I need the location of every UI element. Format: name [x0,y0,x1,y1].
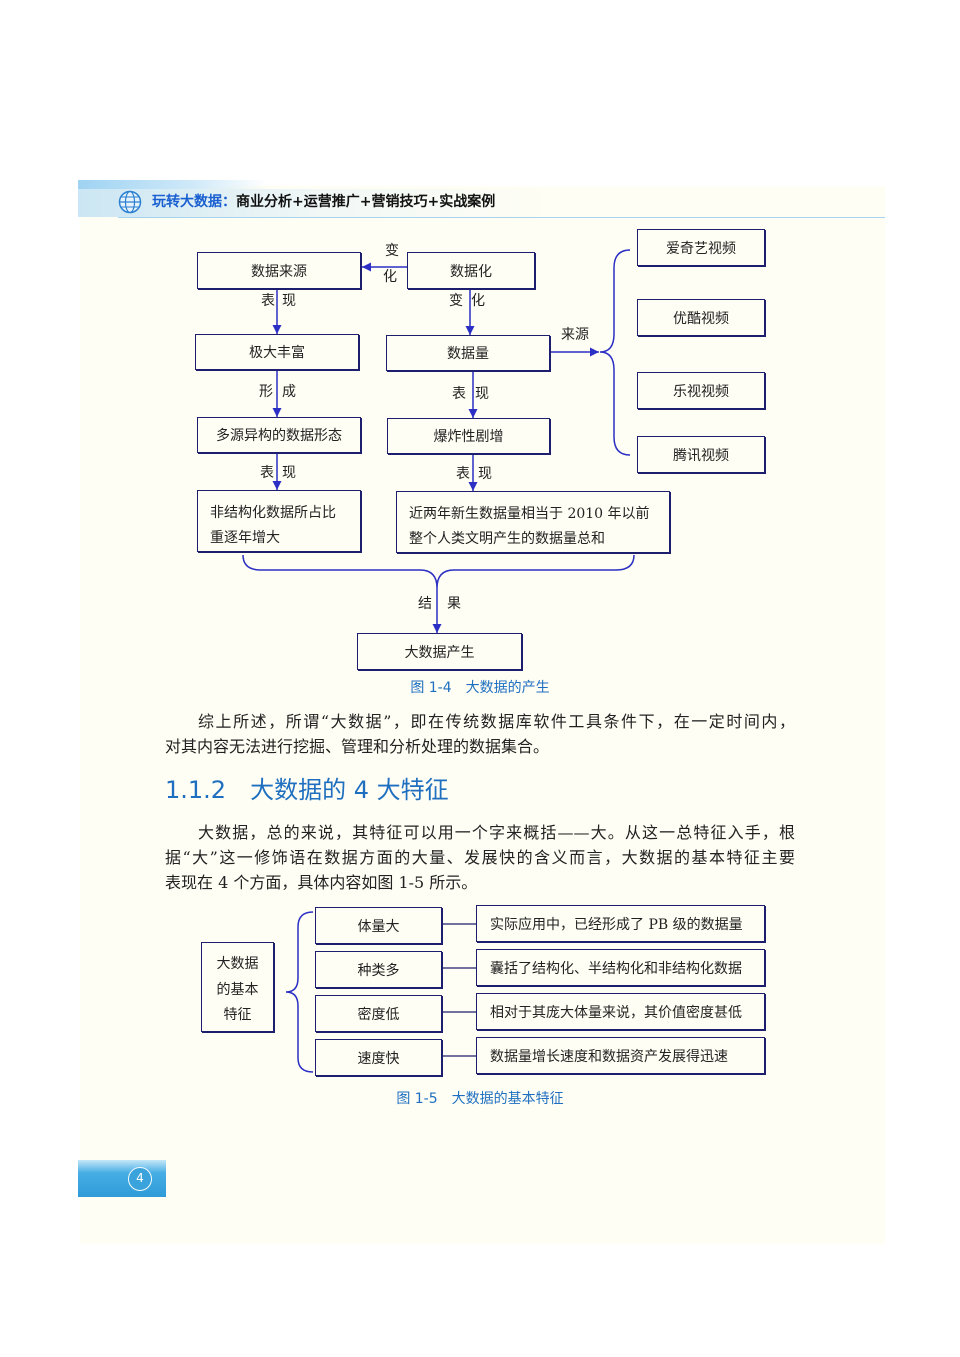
edge-label: 表 [456,466,470,482]
section-heading: 1.1.2 大数据的 4 大特征 [165,776,449,804]
node-line: 的基本 [216,981,259,998]
book-subtitle: 商业分析+运营推广+营销技巧+实战案例 [236,194,496,210]
edge-label: 现 [282,465,296,481]
node-platform-iqiyi: 爱奇艺视频 [637,229,765,266]
node-unstructured-share: 非结构化数据所占比 重逐年增大 [197,490,361,552]
node-line: 重逐年增大 [210,530,280,546]
paragraph-2-line: 表现在 4 个方面，具体内容如图 1-5 所示。 [165,873,478,892]
edge-label: 表 [260,465,274,481]
node-big-data-emerges: 大数据产生 [357,633,522,670]
paragraph-2-line: 据“大”这一修饰语在数据方面的大量、发展快的含义而言，大数据的基本特征主要 [165,848,795,867]
node-feature-velocity: 速度快 [315,1039,442,1076]
node-description-variety: 囊括了结构化、半结构化和非结构化数据 [476,949,765,986]
edge-label: 变 [449,293,463,309]
node-feature-density: 密度低 [315,995,442,1032]
node-data-volume: 数据量 [386,335,550,371]
header-rule [118,217,885,218]
figure-1-4-caption: 图 1-4 大数据的产生 [410,680,550,696]
paragraph-1-line: 综上所述，所谓“大数据”，即在传统数据库软件工具条件下，在一定时间内， [198,712,795,731]
node-description-volume: 实际应用中，已经形成了 PB 级的数据量 [476,905,765,942]
running-header: 玩转大数据：商业分析+运营推广+营销技巧+实战案例 [152,193,495,211]
edge-label: 成 [282,384,296,400]
edge-label: 表 [452,386,466,402]
node-heterogeneous-forms: 多源异构的数据形态 [197,417,361,453]
header-tab-stripe [78,180,268,189]
figure-1-5-caption: 图 1-5 大数据的基本特征 [396,1091,564,1107]
node-description-density: 相对于其庞大体量来说，其价值密度甚低 [476,993,765,1030]
node-feature-variety: 种类多 [315,951,442,988]
node-platform-tencent: 腾讯视频 [637,436,765,473]
page-number: 4 [128,1167,152,1191]
edge-label: 化 [471,293,485,309]
node-extremely-rich: 极大丰富 [195,334,359,370]
node-platform-youku: 优酷视频 [637,299,765,336]
footer-tab [78,1160,166,1197]
edge-label: 来源 [561,327,589,343]
page-paper [80,186,885,1244]
node-line: 非结构化数据所占比 [210,505,336,521]
edge-label: 现 [478,466,492,482]
node-root-characteristics: 大数据 的基本 特征 [201,942,274,1032]
node-feature-volume: 体量大 [315,907,442,944]
globe-icon [118,190,142,214]
edge-label: 现 [475,386,489,402]
node-explosive-growth: 爆炸性剧增 [387,418,550,454]
node-description-velocity: 数据量增长速度和数据资产发展得迅速 [476,1037,765,1074]
node-recent-volume: 近两年新生数据量相当于 2010 年以前 整个人类文明产生的数据量总和 [396,491,670,553]
node-data-source: 数据来源 [197,252,361,289]
edge-label: 形 [259,384,273,400]
header-band [78,189,885,217]
node-datafication: 数据化 [407,252,535,289]
paragraph-2-line: 大数据，总的来说，其特征可以用一个字来概括——大。从这一总特征入手，根 [198,823,795,842]
edge-label: 变 [385,243,399,259]
node-line: 大数据 [216,956,259,972]
edge-label: 化 [383,269,397,285]
edge-label: 现 [282,293,296,309]
node-line: 整个人类文明产生的数据量总和 [409,531,605,547]
node-platform-letv: 乐视视频 [637,372,765,409]
node-line: 近两年新生数据量相当于 2010 年以前 [409,506,650,522]
paragraph-1-line: 对其内容无法进行挖掘、管理和分析处理的数据集合。 [165,737,550,756]
book-title: 玩转大数据： [152,194,236,210]
node-line: 特征 [223,1007,252,1023]
edge-label: 果 [447,596,461,612]
edge-label: 表 [261,293,275,309]
edge-label: 结 [418,596,432,612]
